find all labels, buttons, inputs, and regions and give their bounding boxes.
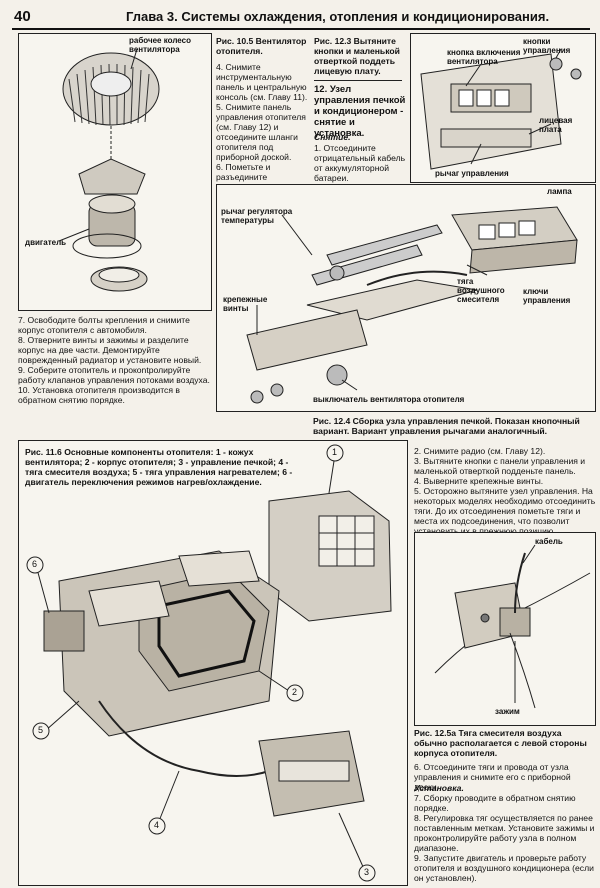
label-mixer-rod: тяга воздушного смесителя bbox=[457, 277, 505, 304]
control-panel-illustration bbox=[420, 48, 582, 170]
caption-12-5a: Рис. 12.5а Тяга смесителя воздуха обычно… bbox=[414, 728, 587, 758]
label-fan-button: кнопка включения вентилятора bbox=[447, 48, 521, 66]
rule bbox=[314, 80, 402, 81]
blower-steps: 7. Освободите болты крепления и снимите … bbox=[18, 315, 210, 405]
section-12-heading: 12. Узел управления печкой и кондиционер… bbox=[314, 84, 406, 139]
step-6: 6. Отсоедините тяги и провода от узла уп… bbox=[414, 762, 571, 792]
callout-3: 3 bbox=[364, 867, 370, 877]
right-steps: 2. Снимите радио (см. Главу 12). 3. Вытя… bbox=[414, 446, 596, 536]
label-mount-screws: крепежные винты bbox=[223, 295, 268, 313]
caption-11-6: Рис. 11.6 Основные компоненты отопителя:… bbox=[25, 447, 293, 487]
header-rule bbox=[12, 28, 590, 30]
label-control-lever: рычаг управления bbox=[435, 169, 509, 178]
mixer-rod-illustration bbox=[434, 544, 591, 709]
blower-illustration bbox=[58, 48, 160, 292]
caption-10-5: Рис. 10.5 Вентилятор отопителя. bbox=[216, 36, 307, 56]
figure-control-panel: кнопки управления кнопка включения венти… bbox=[410, 33, 596, 183]
control-assembly-illustration bbox=[246, 206, 578, 404]
heater-components-illustration bbox=[26, 444, 392, 882]
figure-12-5a: кабель зажим bbox=[414, 532, 596, 726]
page-number: 40 bbox=[14, 8, 31, 25]
label-lamp: лампа bbox=[547, 187, 572, 196]
label-fan-switch: выключатель вентилятора отопителя bbox=[313, 395, 465, 404]
removal-step-1: 1. Отсоедините отрицательный кабель от а… bbox=[314, 143, 406, 183]
install-steps: 7. Сборку проводите в обратном снятию по… bbox=[414, 793, 595, 883]
figure-blower: рабочее колесо вентилятора двигатель bbox=[18, 33, 212, 311]
label-control-knobs: кнопки управления bbox=[523, 37, 571, 55]
callout-5: 5 bbox=[38, 725, 44, 735]
install-heading: Установка. bbox=[414, 783, 464, 793]
callout-2: 2 bbox=[292, 687, 298, 697]
label-blower-wheel: рабочее колесо вентилятора bbox=[129, 36, 191, 54]
callout-6: 6 bbox=[32, 559, 38, 569]
label-clamp: зажим bbox=[495, 707, 520, 716]
figure-11-6: Рис. 11.6 Основные компоненты отопителя:… bbox=[18, 440, 408, 886]
figure-12-4: рычаг регулятора температуры лампа крепе… bbox=[216, 184, 596, 412]
label-face-plate: лицевая плата bbox=[539, 116, 573, 134]
removal-heading: Снятие. bbox=[314, 132, 351, 142]
caption-12-3: Рис. 12.3 Вытяните кнопки и маленькой от… bbox=[314, 36, 400, 76]
chapter-title: Глава 3. Системы охлаждения, отопления и… bbox=[126, 9, 550, 24]
callout-1: 1 bbox=[332, 447, 338, 457]
label-motor: двигатель bbox=[25, 238, 67, 247]
callout-4: 4 bbox=[154, 820, 160, 830]
label-temp-lever: рычаг регулятора температуры bbox=[221, 207, 293, 225]
label-control-keys: ключи управления bbox=[523, 287, 571, 305]
label-cable: кабель bbox=[535, 537, 563, 546]
caption-12-4: Рис. 12.4 Сборка узла управления печкой.… bbox=[313, 416, 580, 436]
text-10-5: 4. Снимите инструментальную панель и цен… bbox=[216, 62, 308, 202]
